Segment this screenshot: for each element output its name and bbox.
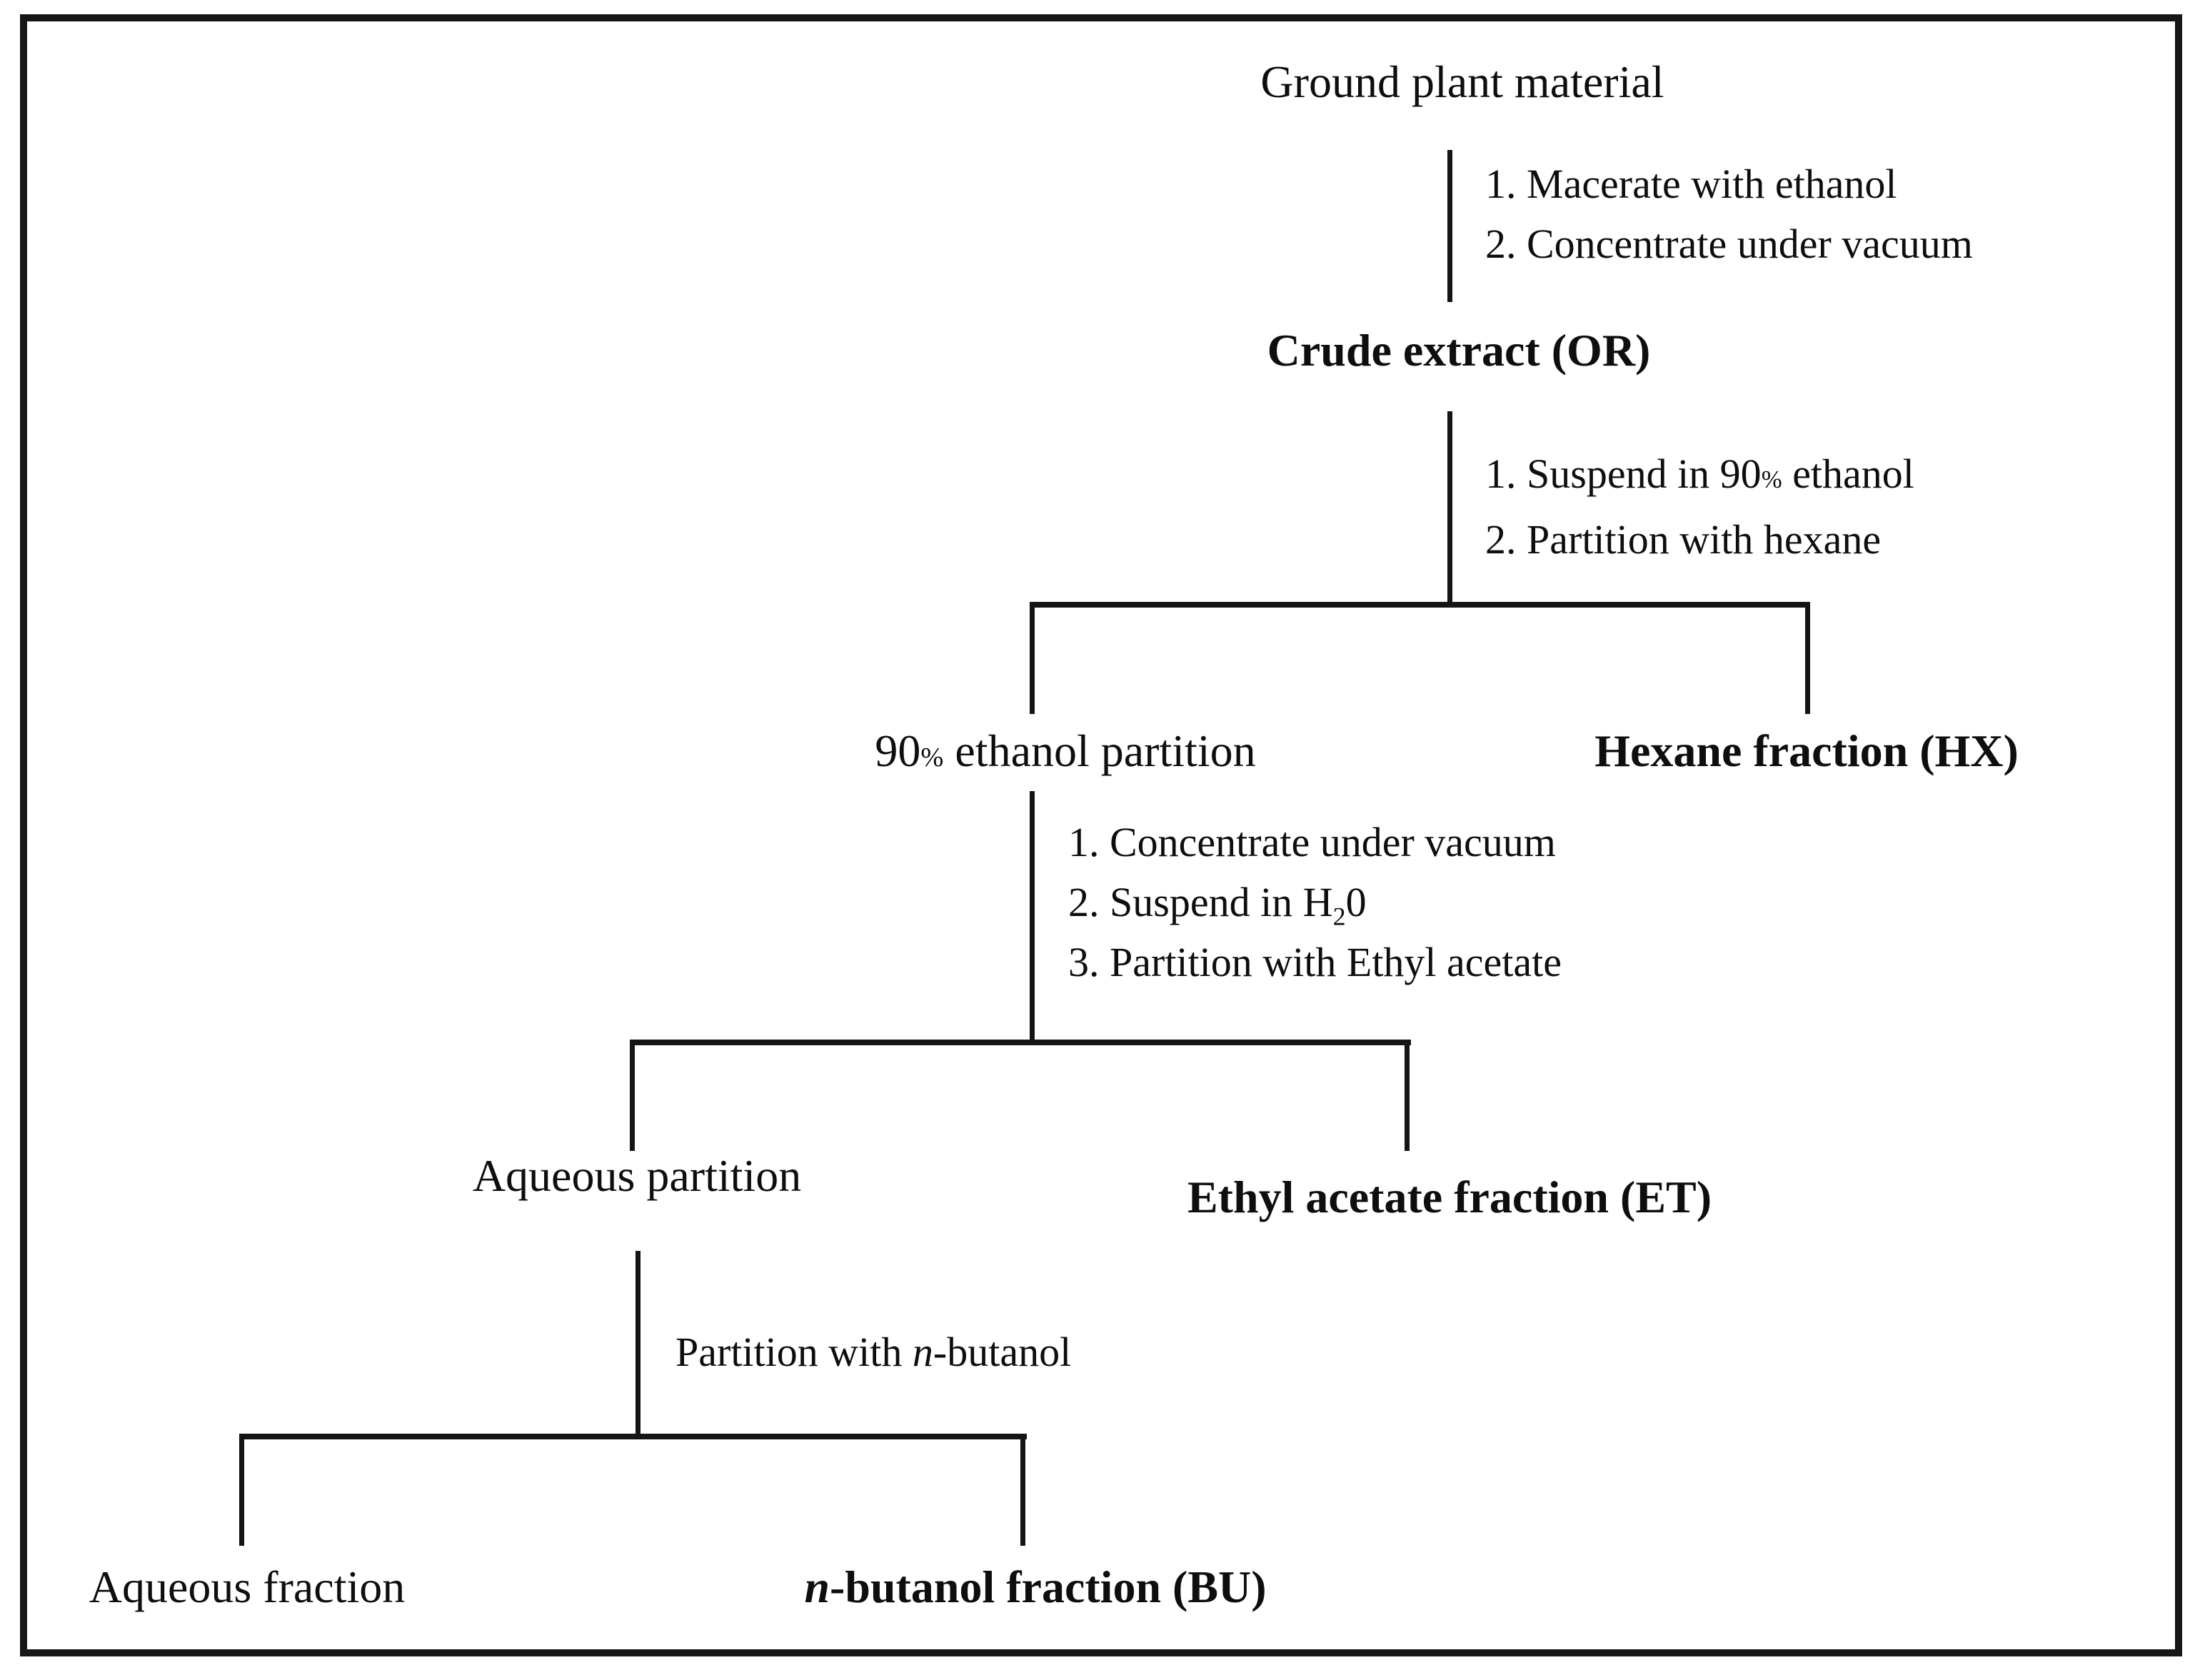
figure-border-frame: Ground plant material 1. Macerate with e… <box>20 14 2182 1656</box>
step-line: 2. Suspend in H20 <box>1068 879 1367 931</box>
percent-sign: % <box>1761 466 1782 493</box>
branch2-right-drop-line <box>1405 1040 1410 1151</box>
branch1-right-drop-line <box>1805 602 1810 714</box>
edge-ethanolpartition-to-branch2 <box>1030 791 1035 1044</box>
step-line: 1. Concentrate under vacuum <box>1068 819 1556 865</box>
node-ethanol-partition: 90% ethanol partition <box>875 725 1256 776</box>
hexane-partition-steps: 1. Suspend in 90% ethanol 2. Partition w… <box>1485 444 1914 570</box>
node-ground-plant-material: Ground plant material <box>1260 56 1664 107</box>
node-aqueous-fraction: Aqueous fraction <box>89 1561 406 1612</box>
percent-sign: % <box>920 743 944 773</box>
branch3-left-drop-line <box>239 1434 244 1546</box>
step-line: 1. Macerate with ethanol <box>1485 161 1897 207</box>
node-crude-extract: Crude extract (OR) <box>1267 325 1651 376</box>
branch2-horizontal-line <box>630 1040 1411 1045</box>
step-line: 2. Partition with hexane <box>1485 516 1882 563</box>
edge-aqueouspartition-to-branch3 <box>636 1251 641 1438</box>
italic-n: n <box>912 1329 933 1375</box>
node-butanol-fraction: n-butanol fraction (BU) <box>804 1561 1267 1612</box>
maceration-steps: 1. Macerate with ethanol 2. Concentrate … <box>1485 154 1973 274</box>
italic-n: n <box>804 1561 830 1612</box>
branch3-right-drop-line <box>1020 1434 1025 1546</box>
edge-ground-to-crude <box>1447 150 1452 302</box>
node-hexane-fraction: Hexane fraction (HX) <box>1594 725 2019 776</box>
branch1-horizontal-line <box>1030 602 1810 608</box>
step-line: Partition with n-butanol <box>675 1329 1072 1375</box>
step-line: 2. Concentrate under vacuum <box>1485 221 1973 267</box>
edge-crude-to-branch1 <box>1447 411 1452 607</box>
node-ethyl-acetate-fraction: Ethyl acetate fraction (ET) <box>1187 1172 1712 1222</box>
branch2-left-drop-line <box>630 1040 635 1151</box>
ethyl-partition-steps: 1. Concentrate under vacuum 2. Suspend i… <box>1068 813 1562 992</box>
node-aqueous-partition: Aqueous partition <box>472 1150 802 1201</box>
subscript-2: 2 <box>1332 902 1346 931</box>
branch3-horizontal-line <box>239 1434 1027 1439</box>
step-line: 3. Partition with Ethyl acetate <box>1068 939 1562 985</box>
branch1-left-drop-line <box>1030 602 1035 714</box>
butanol-partition-step: Partition with n-butanol <box>675 1322 1071 1382</box>
step-line: 1. Suspend in 90% ethanol <box>1485 451 1914 497</box>
